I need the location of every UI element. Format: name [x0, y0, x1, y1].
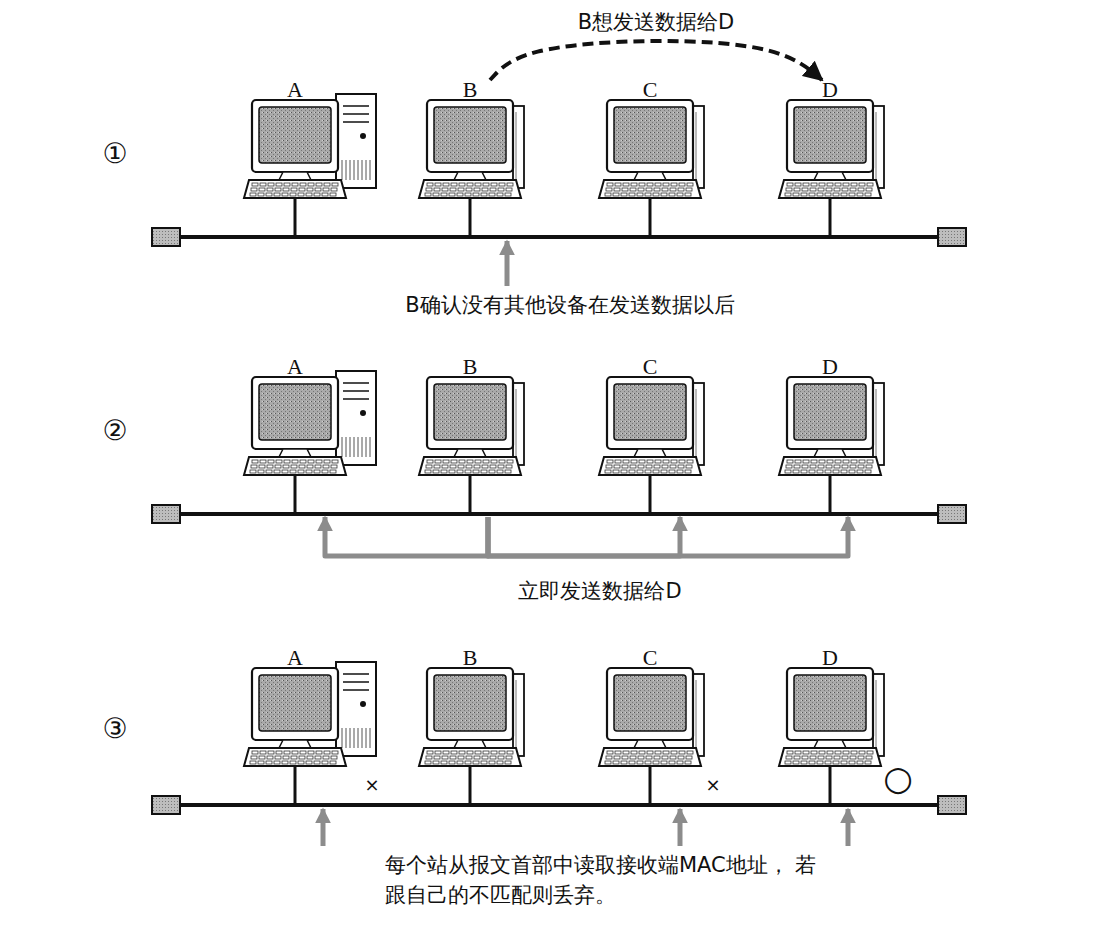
terminator	[938, 505, 966, 523]
signal-arrow	[488, 517, 680, 556]
note-text: B确认没有其他设备在发送数据以后	[405, 290, 734, 320]
station-name: C	[590, 357, 710, 377]
computer-icon	[770, 80, 890, 237]
terminator	[152, 505, 180, 523]
computer-icon	[410, 648, 530, 805]
station-name: D	[770, 648, 890, 668]
leader-arrow	[321, 809, 326, 846]
reject-mark: ×	[364, 772, 379, 798]
computer-station: B	[410, 80, 530, 237]
terminator	[152, 228, 180, 246]
bus-cable	[166, 235, 952, 239]
computer-station: A	[235, 357, 385, 514]
computer-icon	[235, 80, 385, 237]
signal-arrow	[488, 517, 848, 556]
station-name: D	[770, 357, 890, 377]
signal-arrow	[325, 517, 488, 556]
station-name: B	[410, 648, 530, 668]
bus-cable	[166, 803, 952, 807]
computer-station: D	[770, 80, 890, 237]
computer-station: B	[410, 648, 530, 805]
station-name: A	[235, 80, 355, 100]
note-text: 立即发送数据给D	[518, 576, 681, 606]
leader-arrow	[505, 241, 510, 286]
computer-icon	[235, 357, 385, 514]
reject-mark: ×	[705, 772, 720, 798]
panel-number: ③	[102, 709, 127, 750]
note-text: 每个站从报文首部中读取接收端MAC地址， 若跟自己的不匹配则丢弃。	[385, 850, 835, 911]
computer-icon	[410, 357, 530, 514]
edge-label: B想发送数据给D	[574, 8, 739, 36]
computer-icon	[770, 357, 890, 514]
terminator	[938, 796, 966, 814]
computer-station: D	[770, 648, 890, 805]
leader-arrow	[678, 809, 683, 846]
station-name: A	[235, 357, 355, 377]
computer-icon	[770, 648, 890, 805]
accept-mark: ○	[883, 754, 913, 803]
intent-arrow	[490, 41, 822, 80]
bus-cable	[166, 512, 952, 516]
panel-number: ②	[102, 411, 127, 452]
computer-station: A	[235, 80, 385, 237]
computer-station: C	[590, 357, 710, 514]
computer-icon	[235, 648, 385, 805]
computer-station: B	[410, 357, 530, 514]
computer-station: D	[770, 357, 890, 514]
leader-arrow	[846, 809, 851, 846]
station-name: C	[590, 80, 710, 100]
station-name: B	[410, 80, 530, 100]
computer-icon	[590, 648, 710, 805]
computer-station: C	[590, 80, 710, 237]
computer-station: A	[235, 648, 385, 805]
station-name: A	[235, 648, 355, 668]
terminator	[152, 796, 180, 814]
computer-icon	[590, 357, 710, 514]
panel-number: ①	[102, 134, 127, 175]
computer-icon	[590, 80, 710, 237]
computer-station: C	[590, 648, 710, 805]
terminator	[938, 228, 966, 246]
computer-icon	[410, 80, 530, 237]
station-name: C	[590, 648, 710, 668]
station-name: D	[770, 80, 890, 100]
station-name: B	[410, 357, 530, 377]
